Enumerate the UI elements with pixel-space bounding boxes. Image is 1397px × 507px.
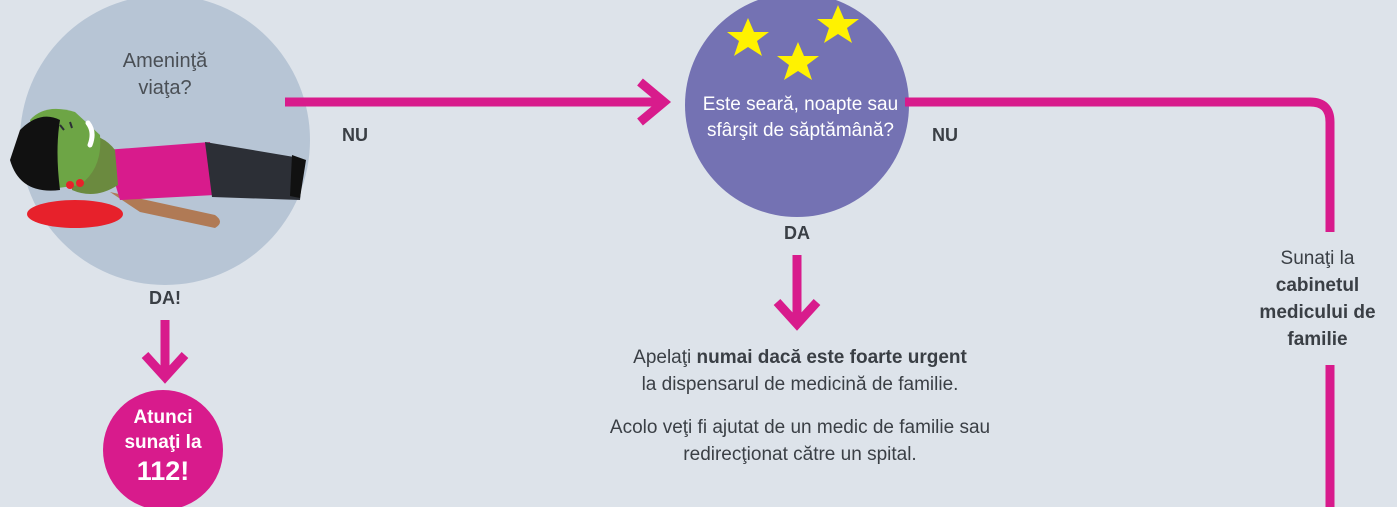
nu-right-label: NU: [932, 125, 958, 145]
gp-office-instruction: Sunaţi la cabinetul medicului de familie: [1245, 245, 1390, 353]
gp-office-prefix: Sunaţi la: [1280, 248, 1355, 269]
arrow-da-life-head: [141, 351, 189, 384]
life-threat-question: Ameninţă viaţa?: [122, 50, 208, 99]
dispensary-bold: numai dacă este foarte urgent: [696, 347, 967, 368]
arrow-nu-right: [905, 97, 1335, 232]
dispensary-help: Acolo veţi fi ajutat de un medic de fami…: [609, 417, 991, 465]
emergency-badge: [103, 390, 223, 507]
dispensary-suffix: la dispensarul de medicină de familie.: [641, 374, 959, 395]
arrow-nu-left-head: [637, 78, 672, 126]
da-life-label: DA!: [149, 288, 181, 308]
arrow-da-evening-head: [773, 298, 821, 331]
emergency-line1: Atunci: [133, 407, 193, 428]
dispensary-prefix: Apelaţi: [633, 347, 697, 368]
emergency-line2: sunaţi la: [124, 432, 202, 453]
nu-left-label: NU: [342, 125, 368, 145]
evening-circle: [685, 0, 909, 217]
emergency-number: 112!: [136, 456, 190, 486]
da-evening-label: DA: [784, 223, 810, 243]
dispensary-instruction: Apelaţi numai dacă este foarte urgent la…: [560, 344, 1040, 398]
evening-question: Este seară, noapte sau sfârşit de săptăm…: [702, 94, 899, 141]
star-icon: [727, 5, 859, 80]
emergency-text: Atunci sunaţi la 112!: [103, 405, 223, 487]
gp-office-bold: cabinetul medicului de familie: [1259, 275, 1376, 350]
person-collapsed-icon: [10, 108, 306, 228]
